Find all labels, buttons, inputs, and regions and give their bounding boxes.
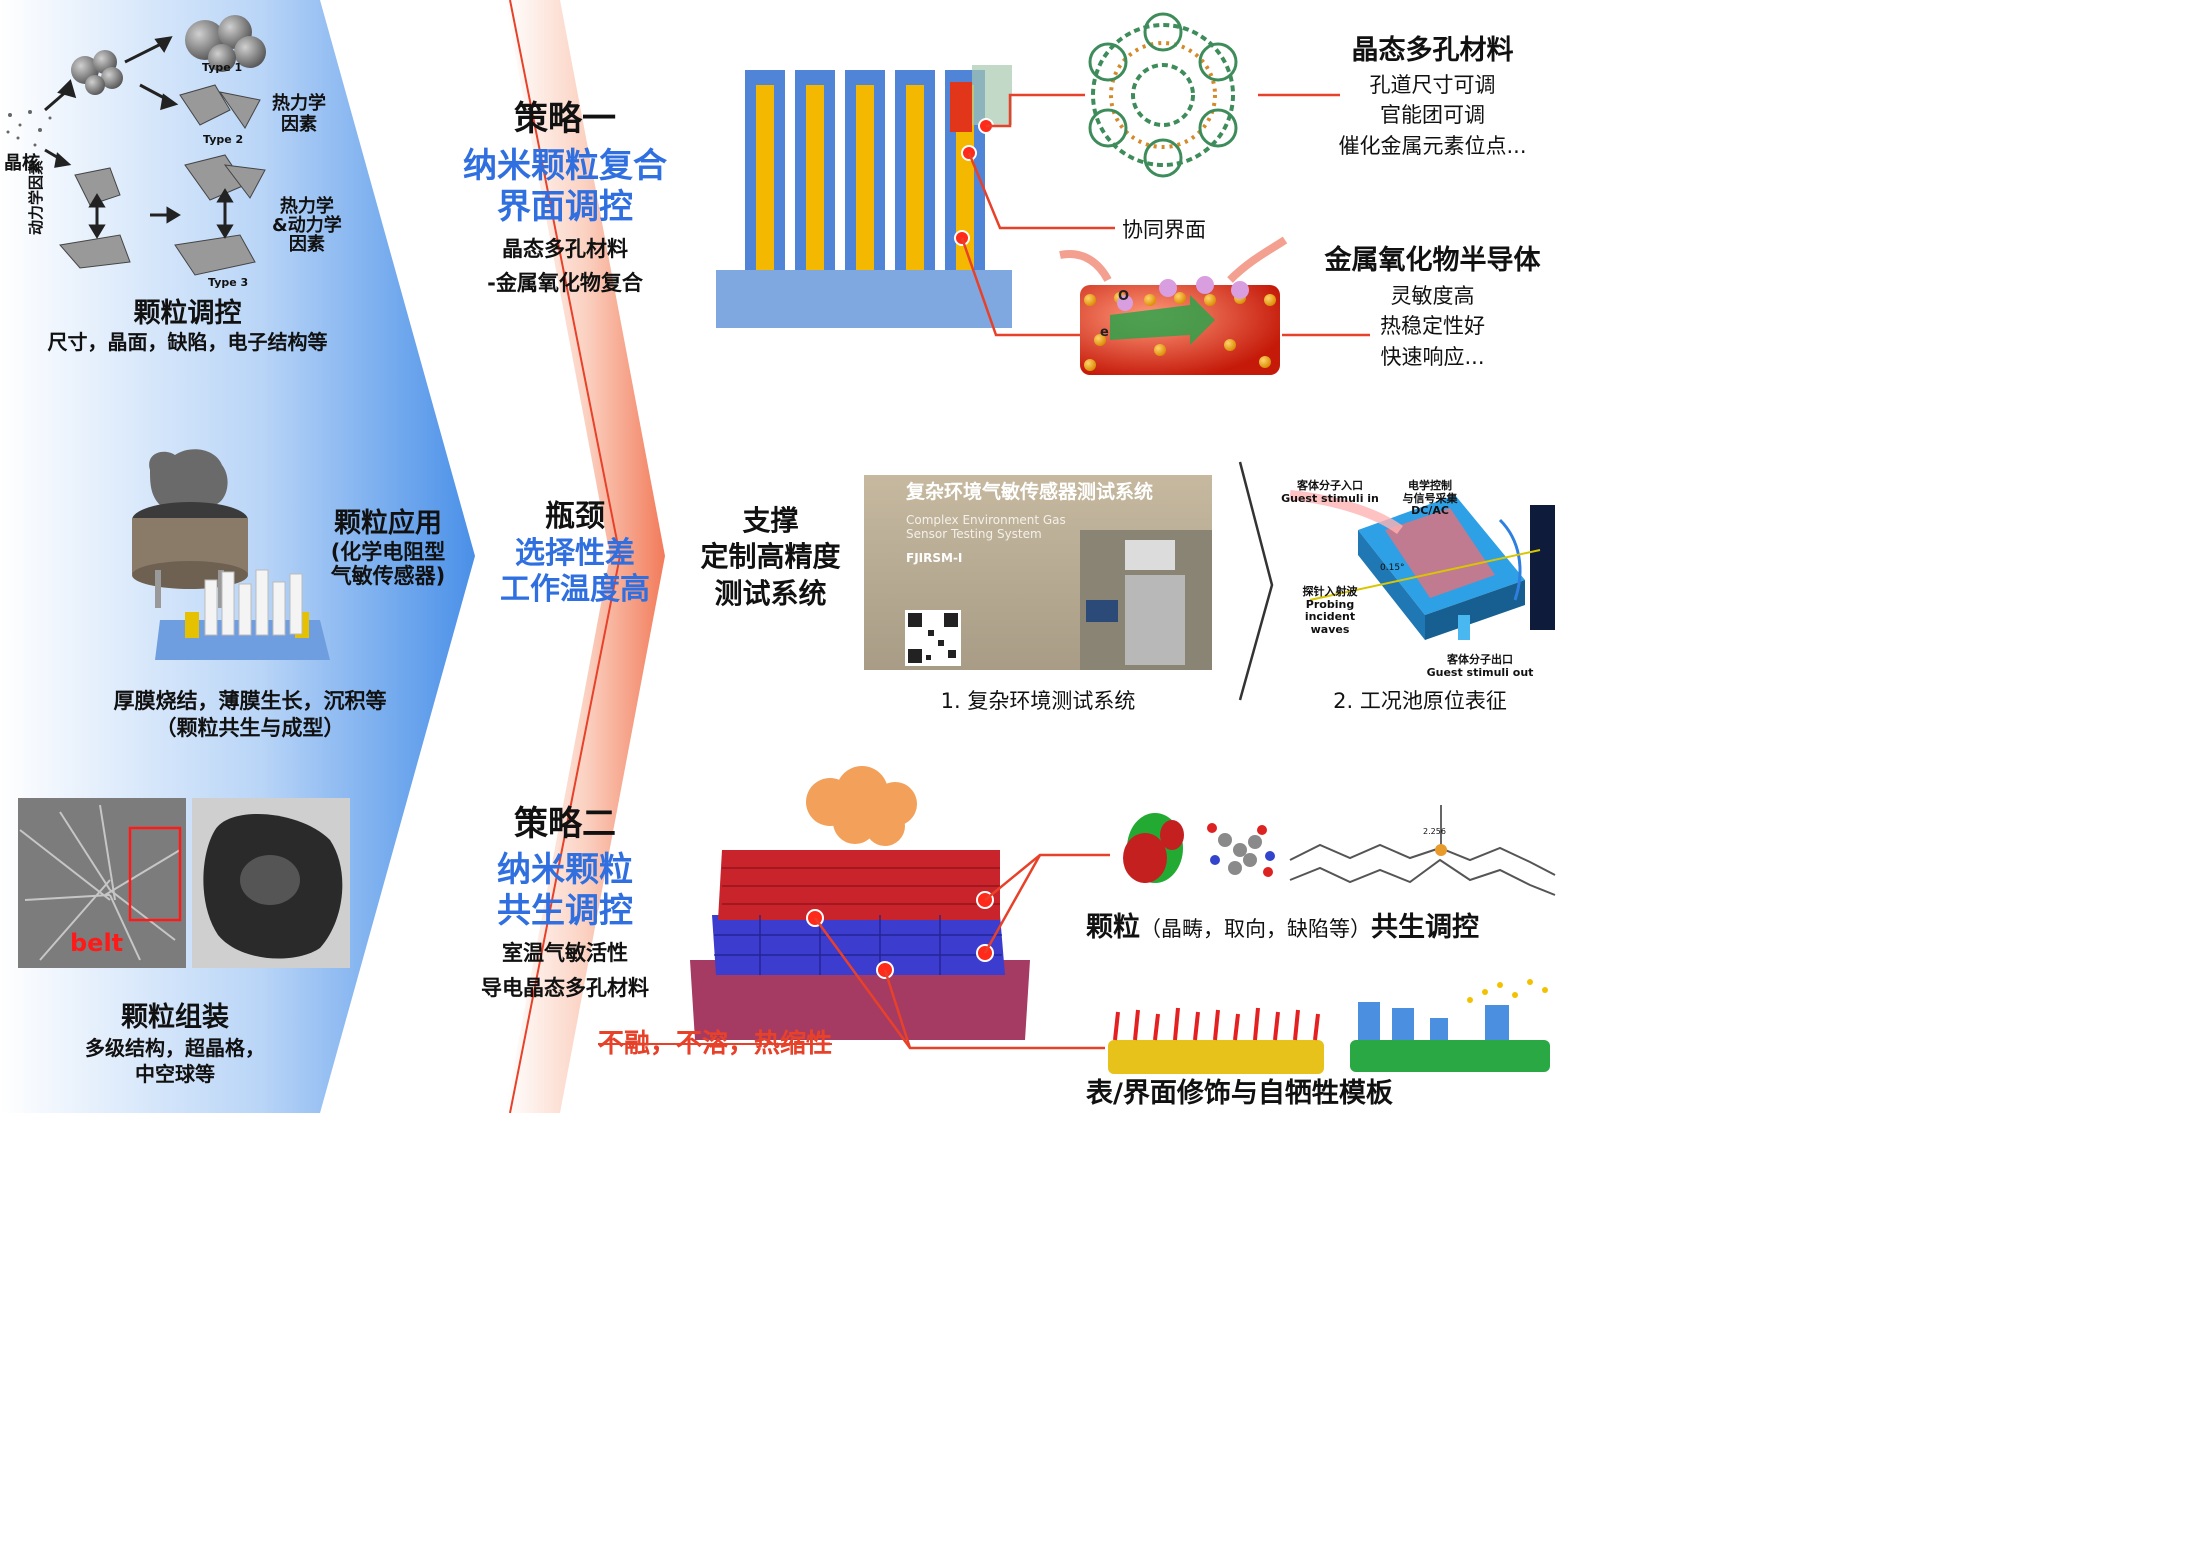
testing-system-photo (864, 475, 1212, 670)
regulation-title: 颗粒调控 (133, 298, 242, 329)
bond-length-label: 2.256 (1423, 827, 1446, 836)
cogrowth-caption: 颗粒（晶畴，取向，缺陷等）共生调控 (1086, 912, 1479, 943)
gas-sensor-device-illustration (132, 449, 330, 660)
photo-title-en: Complex Environment Gas Sensor Testing S… (906, 513, 1066, 541)
photo-code: FJIRSM-I (906, 551, 963, 565)
thermo-factor-label: 热力学 因素 (272, 93, 326, 135)
guest-inlet-label: 客体分子入口 Guest stimuli in (1281, 479, 1379, 505)
cogrowth-light: （晶畴，取向，缺陷等） (1140, 917, 1371, 941)
guest-outlet-label: 客体分子出口 Guest stimuli out (1426, 653, 1534, 679)
cogrowth-strong-2: 共生调控 (1371, 912, 1479, 943)
type1-label: Type 1 (202, 61, 243, 74)
porous-framework-structure (1088, 12, 1238, 178)
probe-wave-label: 探针入射波 Probing incident waves (1302, 585, 1358, 636)
electron-label: e (1100, 325, 1109, 340)
connector-lines-top (960, 93, 1370, 337)
metal-oxide-title: 金属氧化物半导体 (1324, 245, 1541, 276)
regulation-desc: 尺寸，晶面，缺陷，电子结构等 (47, 330, 328, 354)
kinetic-factor-label: 动力学因素 (27, 159, 45, 235)
photo-title-cn: 复杂环境气敏传感器测试系统 (906, 481, 1154, 503)
electrode-pillar-illustration (716, 65, 1012, 328)
in-situ-cell-illustration (1289, 490, 1555, 640)
thermo-kinetic-factor-label: 热力学 &动力学 因素 (272, 196, 342, 255)
strategy1-highlight: 纳米颗粒复合 界面调控 (463, 146, 667, 227)
bottleneck-highlight: 选择性差 工作温度高 (500, 536, 650, 607)
application-desc: 厚膜烧结，薄膜生长，沉积等 （颗粒共生与成型） (113, 689, 387, 741)
nucleus-label: 晶核 (4, 153, 40, 174)
porous-material-title: 晶态多孔材料 (1351, 35, 1514, 66)
caption-testing-system: 1. 复杂环境测试系统 (940, 689, 1136, 713)
strategy2-desc: 室温气敏活性 导电晶态多孔材料 (481, 941, 649, 1000)
layered-framework-illustration (690, 766, 1030, 1040)
middle-chevron-band (505, 0, 665, 1113)
porous-material-desc: 孔道尺寸可调 官能团可调 催化金属元素位点... (1338, 73, 1527, 158)
divider-chevron (1238, 461, 1274, 701)
oxygen-label: O (1118, 289, 1130, 304)
belt-label: belt (70, 929, 124, 957)
strategy2-title: 策略二 (514, 804, 616, 844)
type2-label: Type 2 (203, 133, 244, 146)
application-title: 颗粒应用 (334, 508, 442, 539)
strategy2-highlight: 纳米颗粒 共生调控 (497, 850, 633, 932)
surface-modification-title: 表/界面修饰与自牺牲模板 (1086, 1078, 1393, 1109)
sem-image-belt (18, 798, 186, 968)
bottleneck-title: 瓶颈 (545, 499, 605, 534)
support-text: 支撑 定制高精度 测试系统 (700, 504, 841, 610)
type3-label: Type 3 (208, 276, 249, 289)
metal-oxide-slab (1059, 236, 1288, 375)
cogrowth-strong-1: 颗粒 (1086, 912, 1140, 943)
diagram-graphics (0, 0, 1556, 1113)
electrical-control-label: 电学控制 与信号采集 DC/AC (1402, 479, 1458, 518)
assembly-desc: 多级结构，超晶格， 中空球等 (85, 1036, 265, 1086)
connector-lines-bottom (813, 853, 1110, 1050)
caption-in-situ-cell: 2. 工况池原位表征 (1333, 689, 1507, 713)
tem-image (192, 798, 350, 968)
assembly-title: 颗粒组装 (121, 1002, 229, 1033)
application-subtitle: (化学电阻型 气敏传感器) (330, 540, 446, 589)
surface-modification-illustrations (1108, 979, 1550, 1074)
angle-label: 0.15° (1380, 563, 1405, 573)
synergy-interface-label: 协同界面 (1122, 218, 1206, 242)
metal-oxide-desc: 灵敏度高 热稳定性好 快速响应... (1380, 284, 1485, 369)
nucleation-schematic (6, 15, 266, 276)
struck-property-text: 不融，不溶，热缩性 (598, 1029, 833, 1059)
diagram-canvas: Type 1 Type 2 Type 3 晶核 动力学因素 热力学 因素 热力学… (0, 0, 1556, 1113)
strategy1-title: 策略一 (514, 99, 616, 139)
strategy1-desc: 晶态多孔材料 -金属氧化物复合 (487, 237, 643, 295)
molecular-orbital-models (1123, 805, 1556, 896)
